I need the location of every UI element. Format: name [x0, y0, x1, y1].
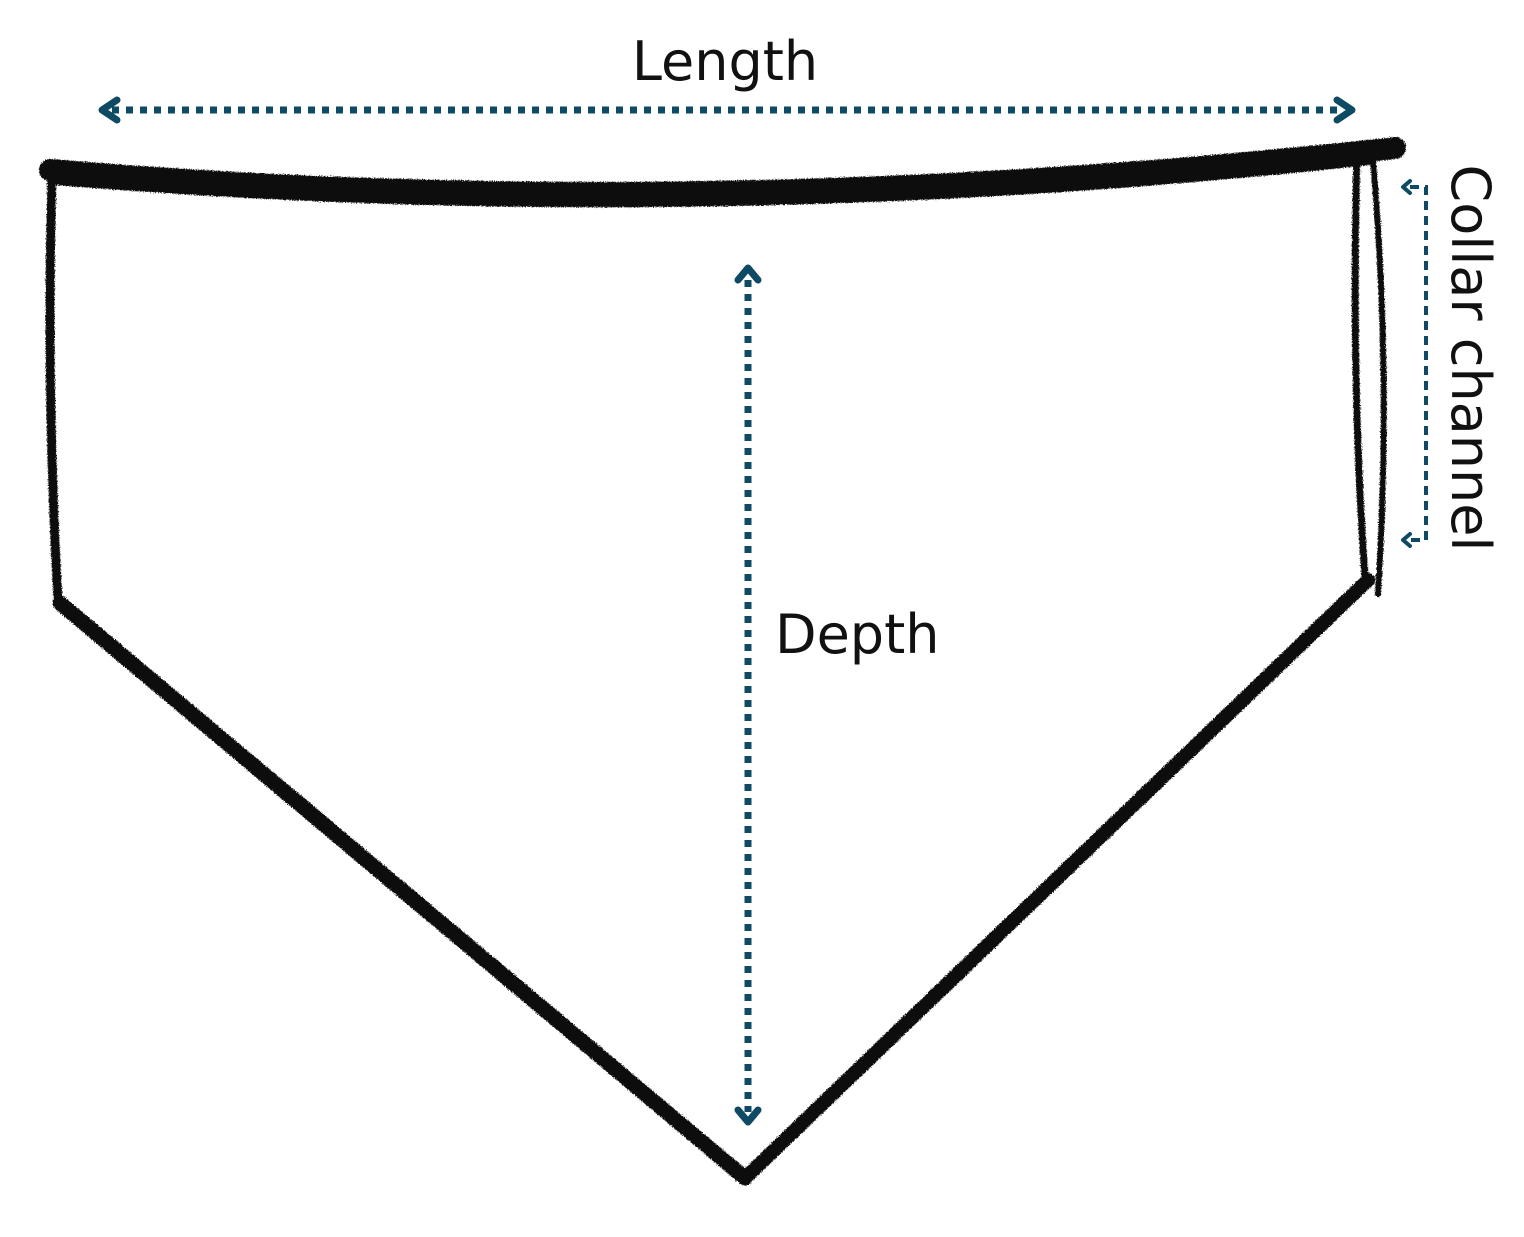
- left-edge: [45, 173, 63, 605]
- length-measure: [98, 96, 1356, 124]
- depth-arrow-bottom-icon: [734, 1106, 762, 1126]
- collar-channel-fold: [1369, 147, 1387, 597]
- depth-arrow-top-icon: [734, 264, 762, 284]
- top-hem-lower-edge: [52, 159, 1373, 208]
- length-arrow-right-icon: [1333, 96, 1356, 124]
- collar-arrow-bottom-icon: [1401, 532, 1412, 548]
- collar-channel-label: Collar channel: [1439, 165, 1502, 552]
- length-label: Length: [632, 30, 818, 93]
- bandana-outline: [39, 137, 1406, 1186]
- collar-arrow-top-icon: [1401, 179, 1412, 195]
- depth-measure: [734, 264, 762, 1126]
- collar-channel-measure: [1401, 179, 1428, 548]
- bottom-left-edge: [52, 595, 753, 1186]
- top-hem: [39, 137, 1406, 204]
- bottom-right-edge: [738, 573, 1375, 1185]
- depth-label: Depth: [775, 603, 939, 666]
- right-edge: [1351, 151, 1369, 582]
- collar-channel-bracket: [1410, 185, 1428, 542]
- length-arrow-left-icon: [98, 96, 121, 124]
